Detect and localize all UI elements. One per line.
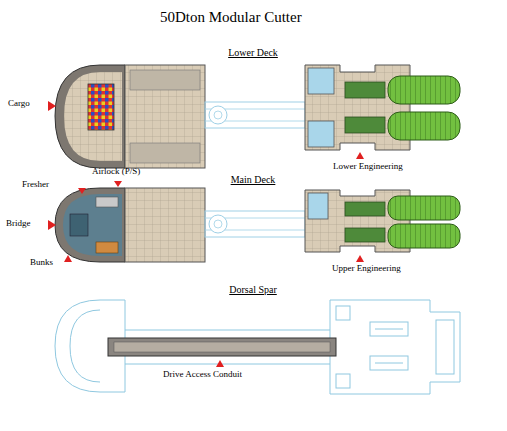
callout-label: Bunks — [30, 258, 53, 268]
callout-label: Bridge — [6, 219, 31, 229]
callout-label: Upper Engineering — [332, 264, 401, 274]
callout-label: Cargo — [8, 99, 30, 109]
title: 50Dton Modular Cutter — [160, 9, 302, 26]
section-heading: Lower Deck — [228, 47, 278, 58]
callout-marker — [216, 360, 224, 367]
section-heading: Main Deck — [231, 174, 276, 185]
callout-label: Lower Engineering — [333, 162, 403, 172]
dorsal-spar — [55, 300, 460, 394]
lower-deck — [48, 65, 460, 168]
callout-label: Drive Access Conduit — [163, 370, 242, 380]
callout-label: Fresher — [22, 180, 49, 190]
main-deck — [48, 181, 460, 262]
callout-label: Airlock (P/S) — [92, 167, 140, 177]
conduit — [108, 338, 336, 356]
section-heading: Dorsal Spar — [229, 284, 277, 295]
conduit-inner — [114, 342, 330, 352]
